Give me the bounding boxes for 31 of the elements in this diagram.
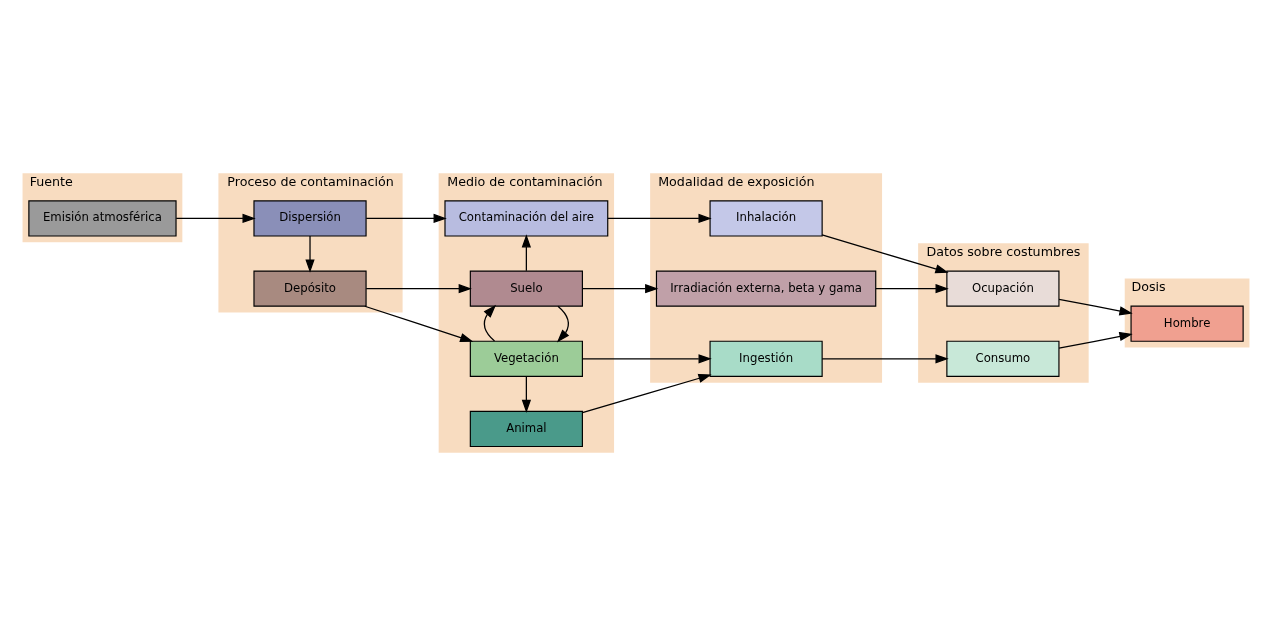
arrow (175, 213, 256, 223)
arrow (581, 373, 712, 413)
arrow (365, 213, 447, 223)
node-box: Depósito (253, 270, 367, 307)
node-box: Emisión atmosférica (28, 199, 177, 237)
node-box: Inhalación (709, 199, 823, 237)
arrow (581, 353, 712, 363)
node-box: Irradiación externa, beta y gama (655, 270, 877, 307)
arrow (521, 375, 531, 413)
arrow (607, 213, 712, 223)
arrow (521, 233, 531, 271)
arrow (875, 283, 949, 293)
node-box: Animal (469, 410, 583, 447)
node-box: Consumo (946, 340, 1060, 377)
arrow (364, 305, 474, 342)
node-box: Hombre (1130, 305, 1244, 342)
arrow (821, 353, 949, 363)
node-box: Suelo (469, 270, 583, 307)
node-box: Ocupación (946, 270, 1060, 307)
arrow (581, 283, 659, 293)
arrow (821, 233, 949, 273)
node-box: Contaminación del aire (444, 199, 609, 237)
arrow (483, 304, 497, 342)
node-box: Dispersión (253, 199, 367, 237)
arrow (305, 234, 315, 273)
node-box: Vegetación (469, 340, 583, 377)
node-box: Ingestión (709, 340, 823, 377)
arrow (1058, 331, 1133, 349)
arrow (1058, 298, 1133, 315)
arrow (556, 305, 570, 342)
arrow (365, 283, 472, 293)
